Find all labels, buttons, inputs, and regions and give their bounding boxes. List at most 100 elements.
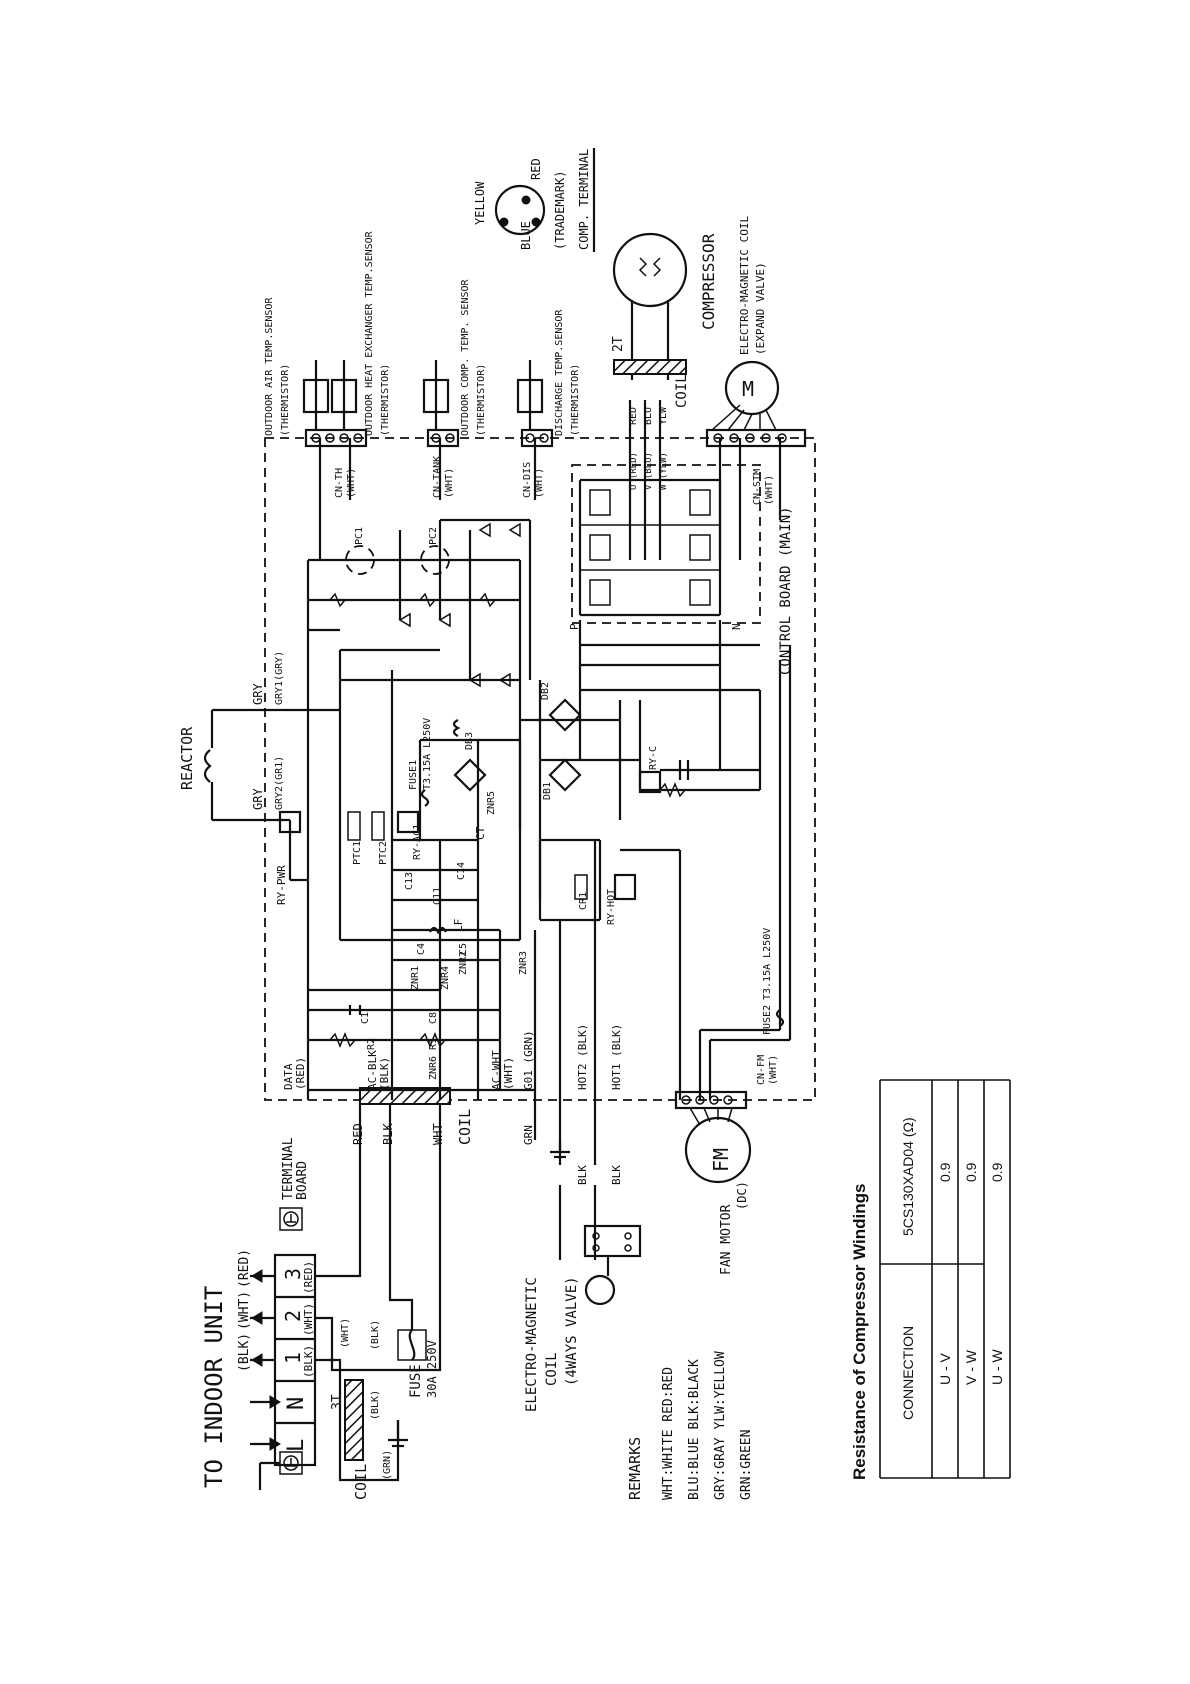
r1-label: R1 [428,1038,439,1050]
c8-label: C8 [428,1012,439,1024]
wire-blk-label: BLK [381,1123,395,1145]
n-label: N [730,623,743,630]
u-red-label: U (RED) [629,452,639,490]
terminal-board-label-2: BOARD [295,1161,310,1200]
table-row-connection: U - W [989,1348,1005,1385]
compressor-label: COMPRESSOR [699,233,718,330]
cn-stm-label: CN-STM [752,469,763,505]
coil-3t-label: 3T [330,1394,345,1410]
table-row-value: 0.9 [937,1162,953,1182]
ry-pwr-label: RY-PWR [275,865,288,905]
thermistor-icons [302,360,544,430]
indoor-wht-label: (WHT) [237,1291,252,1330]
indoor-blk-label: (BLK) [237,1333,252,1372]
blue-label: BLUE [519,221,533,250]
ac-blk-color-label: (BLK) [378,1057,391,1090]
cn-tank-color: (WHT) [444,468,455,498]
terminal-3-color: (RED) [302,1261,315,1294]
comp-sensor-label: OUTDOOR COMP. TEMP. SENSOR [460,278,471,436]
indoor-red-label: (RED) [237,1249,252,1288]
table-title: Resistance of Compressor Windings [850,1184,869,1480]
em-4way-type: (4WAYS VALVE) [564,1276,580,1386]
remarks-line-2: BLU:BLUE BLK:BLACK [687,1359,702,1500]
dis-sensor-type: (THERMISTOR) [570,364,581,436]
ac-blk-label: AC-BLK [366,1050,379,1090]
cn-dis-color: (WHT) [534,468,545,498]
remarks-title: REMARKS [626,1437,644,1500]
ct-label: CT [474,826,487,840]
hx-sensor-label: OUTDOOR HEAT EXCHANGER TEMP.SENSOR [364,230,375,436]
gry-mid-label: GRY [251,788,265,810]
ry-hot-label: RY-HOT [606,889,617,925]
main-fuse-label: FUSE [408,1364,424,1398]
control-board-label: CONTROL BOARD (MAIN) [778,506,794,675]
ptc1-label: PTC1 [352,841,363,865]
em-4way-label: ELECTRO-MAGNETIC [524,1277,540,1412]
cn-tank-label: CN-TANK [432,456,443,498]
pc1-label: PC1 [354,527,365,545]
cn-th-label: CN-TH [334,468,345,498]
ac-wht-label: AC-WHT [490,1050,503,1090]
znr5-label: ZNR5 [486,791,497,815]
fuse1-label: FUSE1 [408,760,419,790]
ry-c-label: RY-C [648,746,659,770]
main-fuse-icon [397,1329,427,1361]
blk-v1-label: BLK [576,1165,589,1185]
cn-stm-connector [705,428,807,448]
cn-fm-label: CN-FM [756,1055,767,1085]
m-label: M [742,377,754,401]
wire-blk-small-2: (BLK) [370,1390,381,1420]
gry-top-label: GRY [251,683,265,705]
cn-stm-color: (WHT) [764,475,775,505]
cn-dis-connector [520,428,554,448]
terminal-1-color: (BLK) [302,1345,315,1378]
comp-sensor-type: (THERMISTOR) [476,364,487,436]
board-wiring [210,400,792,1260]
znr2-label: ZNR2 [458,951,469,975]
fan-motor-icon [684,1107,752,1184]
trademark-label: (TRADEMARK) [553,171,567,250]
terminal-L: L [284,1439,309,1452]
c11-label: C11 [432,887,443,905]
compressor-icon [612,232,688,380]
em-coil-type: (EXPAND VALVE) [754,262,767,355]
wire-red-comp: RED [628,407,639,425]
gry1-label: GRY1(GRY) [274,651,285,705]
v-blu-label: V (BLU) [644,452,654,490]
wire-wht-small: (WHT) [340,1318,351,1348]
input-wires [315,1100,442,1482]
fuse2-label: FUSE2 [762,1005,773,1035]
cn-tank-connector [426,428,460,448]
table-header-connection: CONNECTION [900,1326,916,1420]
znr3-label: ZNR3 [518,951,529,975]
gry2-label: GRY2(GR1) [274,756,285,810]
expand-valve-motor-icon [711,360,780,431]
w-ylw-label: W (YLW) [659,452,669,490]
coil-right-label: COIL [674,374,690,408]
db2-label: DB2 [540,682,551,700]
coil-3t [344,1379,364,1461]
cn-th-color: (WHT) [346,468,357,498]
wire-blk-small: (BLK) [370,1320,381,1350]
fan-motor-type: (DC) [735,1181,749,1210]
air-sensor-label: OUTDOOR AIR TEMP.SENSOR [264,297,275,436]
c4-label: C4 [416,943,427,955]
table-row-value: 0.9 [989,1162,1005,1182]
r2-label: R2 [366,1038,377,1050]
fuse2-rating: T3.15A L250V [762,928,773,1000]
inverter-module [578,478,722,617]
g01-label: G01 (GRN) [522,1030,535,1090]
board-components [203,522,785,1048]
inverter-module-outline [571,464,761,624]
wire-grn-small: (GRN) [382,1450,393,1480]
hot1-label: HOT1 (BLK) [610,1024,623,1090]
red-label: RED [529,158,543,180]
ry-ac1-label: RY-AC1 [412,824,423,860]
dis-sensor-label: DISCHARGE TEMP.SENSOR [554,309,565,436]
reactor-label: REACTOR [178,726,196,790]
db1-label: DB1 [542,782,553,800]
fm-label: FM [709,1148,733,1172]
terminal-board-ground-icon [279,1207,303,1231]
hx-sensor-type: (THERMISTOR) [380,364,391,436]
